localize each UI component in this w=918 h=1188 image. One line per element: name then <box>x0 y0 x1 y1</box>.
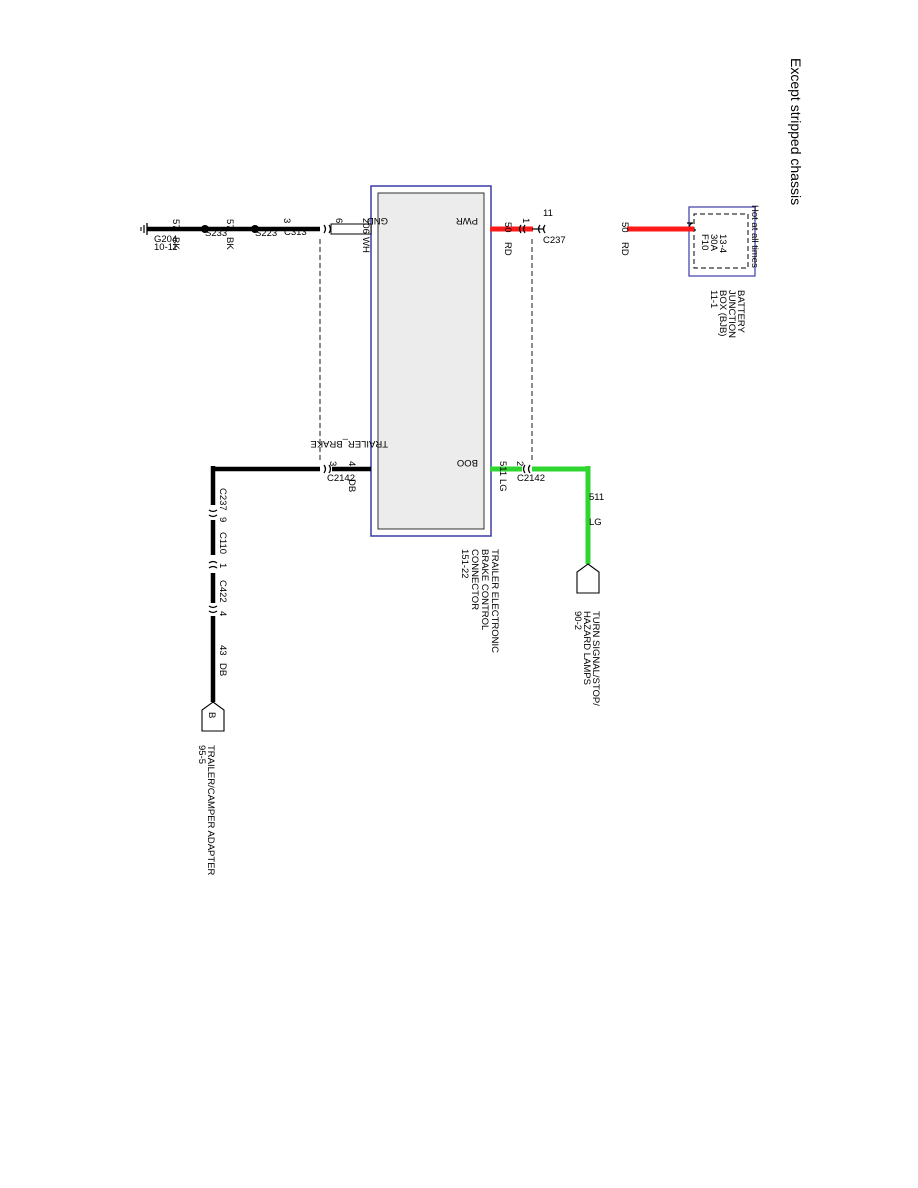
splice-s233 <box>201 225 209 233</box>
pwr-circuit-right-number: 50 <box>619 222 630 233</box>
c237-brake-label: C237 <box>217 488 228 511</box>
ground-symbol-icon <box>140 223 148 235</box>
module-name-line-2: BRAKE CONTROL <box>479 549 490 630</box>
boo-circuit-number: 511 <box>497 461 508 476</box>
c422-pin: 4 <box>217 611 228 616</box>
connector-c2142-boo-icon <box>522 464 531 474</box>
module-name-line-1: TRAILER ELECTRONIC <box>489 549 500 653</box>
c237-brake-pin: 9 <box>217 517 228 522</box>
s223-label: S223 <box>255 228 277 239</box>
fuse-page-ref: 13-4 <box>717 234 728 253</box>
gnd-color-far: BK <box>170 237 181 250</box>
gnd-circuit: 206 WH 6 3 C313 S223 57 BK S233 57 BK G2… <box>140 218 372 253</box>
c110-pin: 1 <box>217 563 228 568</box>
pwr-pin-left-label: 1 <box>520 218 531 223</box>
pin-label-gnd: GND <box>367 215 388 226</box>
connector-c313-icon <box>323 224 332 234</box>
fuse-name: F10 <box>699 234 710 250</box>
bjb-inner-border <box>693 213 749 269</box>
c313-pin-far: 3 <box>281 218 292 223</box>
bjb-name-line-4: 11-1 <box>708 290 719 308</box>
c313-label: C313 <box>284 227 307 238</box>
pwr-color-right: RD <box>619 242 630 256</box>
pwr-circuit-left-number: 50 <box>502 222 513 233</box>
c422-label: C422 <box>217 580 228 603</box>
pin-label-trailer-brake: TRAILER_BRAKE <box>310 438 388 449</box>
bjb-name-label: BATTERY JUNCTION BOX (BJB) 11-1 <box>708 290 746 338</box>
module-name-line-4: 151-22 <box>459 549 470 579</box>
module-name-line-3: CONNECTOR <box>469 549 480 610</box>
trailer-adapter-dest-line-2: 95-5 <box>196 745 207 764</box>
pwr-color-left: RD <box>502 242 513 256</box>
turn-signal-dest-line-3: 90-2 <box>572 611 583 630</box>
c110-label: C110 <box>217 532 228 554</box>
pwr-connector-c237-label: C237 <box>543 235 566 246</box>
boo-circuit: 511 LG 2 C2142 511 LG TURN SIGNAL/STOP/ … <box>490 461 604 706</box>
connector-c422-icon <box>208 605 218 614</box>
brake-color: DB <box>346 479 357 492</box>
brake-down-circuit: 43 <box>217 645 228 656</box>
pin-label-boo: BOO <box>457 457 478 468</box>
module-outer-border <box>370 185 492 537</box>
gnd-module-circuit: 206 <box>360 218 371 234</box>
connector-c2142-brake-icon <box>323 464 332 474</box>
brake-circuit-number: 43 <box>346 461 357 472</box>
turn-signal-dest-line-2: HAZARD LAMPS <box>581 611 592 685</box>
trailer-adapter-destination-arrow-icon <box>201 701 225 732</box>
bjb-hot-label: Hot at all times <box>749 205 760 268</box>
rotated-diagram-frame: Except stripped chassis PWR GND BOO TRAI… <box>140 58 804 876</box>
boo-pin-label: 2 <box>514 461 525 466</box>
module-name-label: TRAILER ELECTRONIC BRAKE CONTROL CONNECT… <box>459 549 500 653</box>
gnd-circuit-mid: 57 <box>224 219 235 230</box>
ground-g204-page: 10-11 <box>154 242 178 253</box>
turn-signal-dest-line-1: TURN SIGNAL/STOP/ <box>590 611 601 706</box>
boo-connector-label: C2142 <box>517 473 545 484</box>
pwr-circuit: 11 50 RD C237 1 50 RD <box>490 208 694 256</box>
pwr-pin-right-label: 11 <box>543 208 553 219</box>
trailer-brake-circuit: 43 DB 3 C2142 C237 9 C110 1 C422 4 43 DB… <box>196 461 371 876</box>
connector-c237-brake-icon <box>208 509 218 518</box>
boo-down-circuit: 511 <box>589 492 604 503</box>
ground-g204-name: G204 <box>154 234 177 245</box>
bjb-outer-border <box>688 206 756 277</box>
bjb-name-line-3: BOX (BJB) <box>717 290 728 336</box>
connector-pin-1-icon <box>518 224 526 234</box>
pin-label-pwr: PWR <box>456 215 478 226</box>
gnd-module-color: WH <box>360 237 371 253</box>
diagram-title: Except stripped chassis <box>788 58 804 205</box>
gnd-circuit-far: 57 <box>170 219 181 230</box>
connector-c110-icon <box>208 560 218 569</box>
trailer-adapter-dest-tag: B <box>206 712 217 718</box>
bjb-name-line-1: BATTERY <box>735 290 746 334</box>
boo-down-color: LG <box>589 517 602 528</box>
turn-signal-destination-label: TURN SIGNAL/STOP/ HAZARD LAMPS 90-2 <box>572 611 601 706</box>
s233-label: S233 <box>205 228 227 239</box>
c313-pin-near: 6 <box>333 218 344 223</box>
trailer-adapter-dest-line-1: TRAILER/CAMPER ADAPTER <box>205 745 216 876</box>
brake-down-color: DB <box>217 663 228 676</box>
brake-connector-label: C2142 <box>327 473 355 484</box>
splice-s223 <box>251 225 259 233</box>
boo-color: LG <box>497 479 508 492</box>
fuse-rating: 30A <box>708 234 719 252</box>
gnd-color-mid: BK <box>224 237 235 250</box>
turn-signal-destination-arrow-icon <box>576 563 600 594</box>
trailer-adapter-destination-label: TRAILER/CAMPER ADAPTER 95-5 <box>196 745 216 876</box>
bjb-name-line-2: JUNCTION <box>726 290 737 338</box>
connector-c237-pwr-icon <box>537 224 546 234</box>
trailer-brake-control-module: PWR GND BOO TRAILER_BRAKE TRAILER ELECTR… <box>310 185 500 653</box>
module-body <box>377 192 485 530</box>
brake-pin-label: 3 <box>327 461 338 466</box>
battery-junction-box: Hot at all times F10 30A 13-4 BATTERY JU… <box>687 205 760 338</box>
